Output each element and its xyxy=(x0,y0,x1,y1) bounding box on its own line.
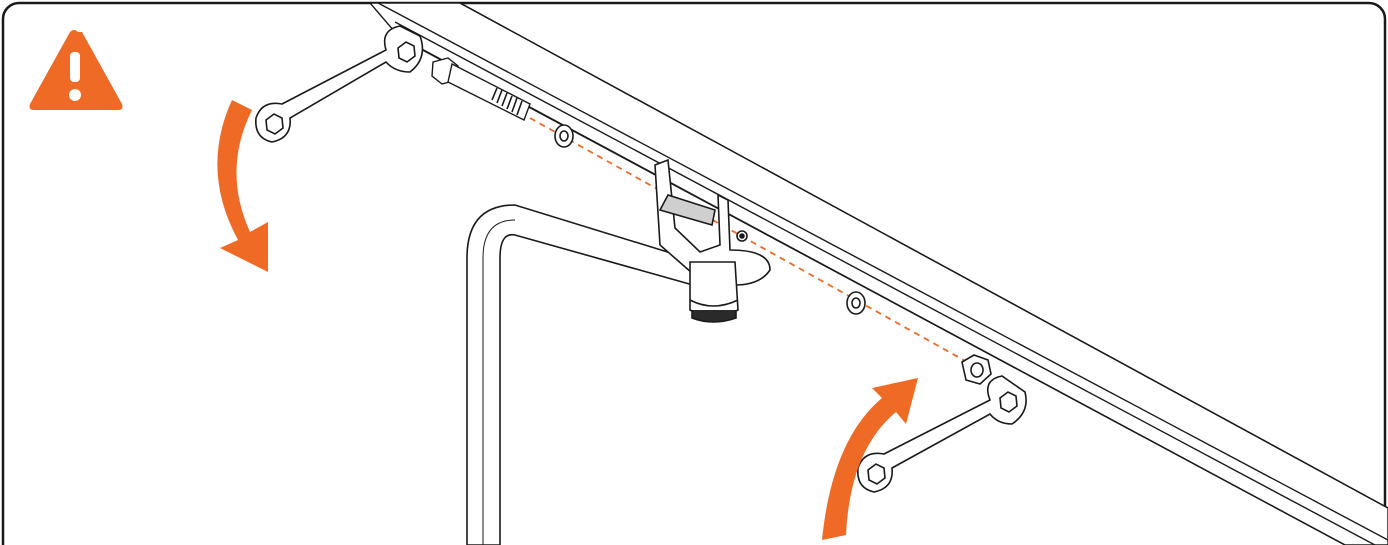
rotate-down-arrow xyxy=(217,100,268,272)
rotate-up-arrow xyxy=(822,378,918,540)
nut xyxy=(961,354,992,385)
wrench-left xyxy=(255,25,424,143)
warning-triangle-icon xyxy=(29,30,123,110)
bolt xyxy=(431,57,531,121)
wrench-right xyxy=(857,375,1027,493)
alignment-axis xyxy=(529,117,986,373)
bracket xyxy=(654,158,771,323)
washer xyxy=(554,124,574,148)
washer xyxy=(846,291,866,315)
